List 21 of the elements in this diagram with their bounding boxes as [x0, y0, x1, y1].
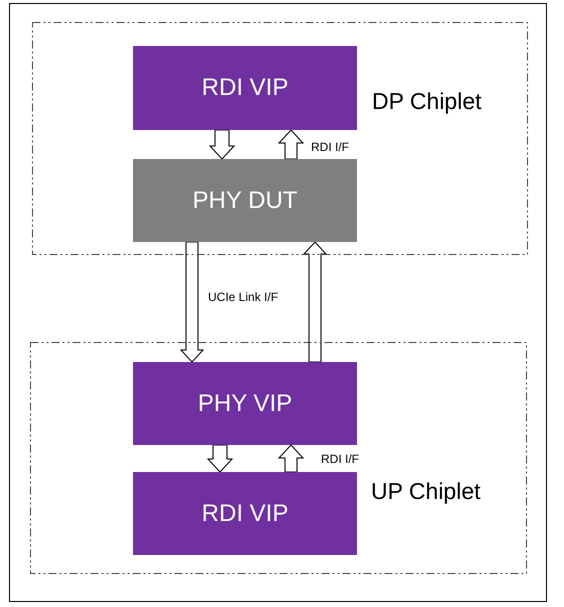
block-arrow [278, 444, 304, 472]
group-heading: DP Chiplet [372, 88, 482, 115]
block-arrow [180, 242, 204, 363]
chiplet-boundary [32, 22, 528, 255]
block-arrow [302, 241, 328, 362]
block-arrow [206, 444, 234, 473]
component-block [133, 472, 357, 555]
component-block [133, 46, 357, 130]
block-arrow [278, 129, 304, 160]
edge-label: RDI I/F [310, 140, 350, 154]
block-arrow [208, 130, 236, 160]
component-block [133, 159, 357, 242]
component-block [133, 362, 357, 445]
block-label: RDI VIP [202, 74, 288, 102]
group-heading: UP Chiplet [371, 478, 481, 505]
chiplet-boundary [30, 342, 527, 574]
block-label: PHY DUT [192, 186, 298, 214]
block-label: PHY VIP [198, 390, 292, 418]
edge-label: RDI I/F [320, 452, 360, 466]
edge-label: UCIe Link I/F [207, 290, 280, 304]
block-label: RDI VIP [202, 500, 288, 528]
